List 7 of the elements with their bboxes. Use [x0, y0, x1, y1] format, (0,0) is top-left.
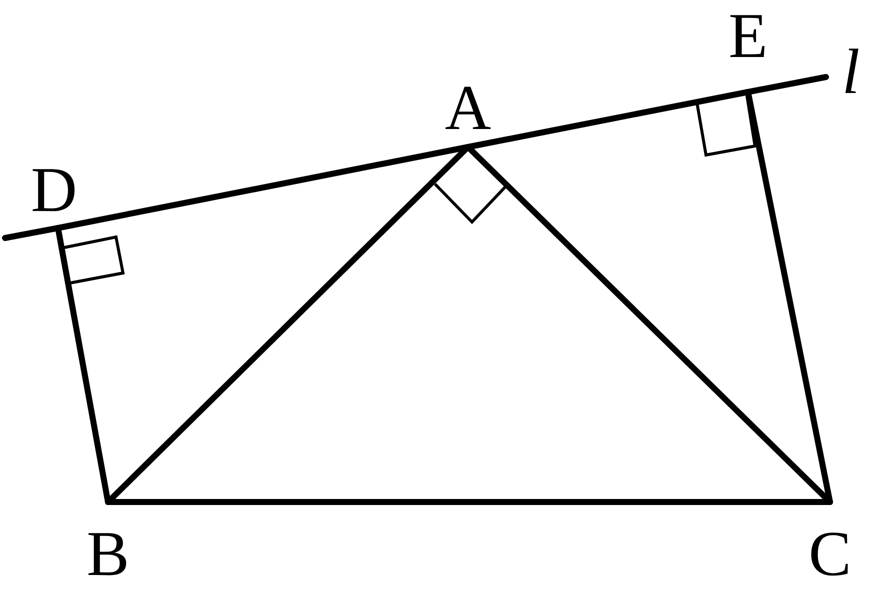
- line-label: l: [842, 40, 860, 104]
- point-label: B: [86, 522, 130, 586]
- point-label: A: [444, 76, 492, 140]
- point-label: E: [728, 4, 768, 68]
- point-label: C: [808, 522, 852, 586]
- point-label: D: [30, 158, 78, 222]
- line-segment: [105, 499, 833, 505]
